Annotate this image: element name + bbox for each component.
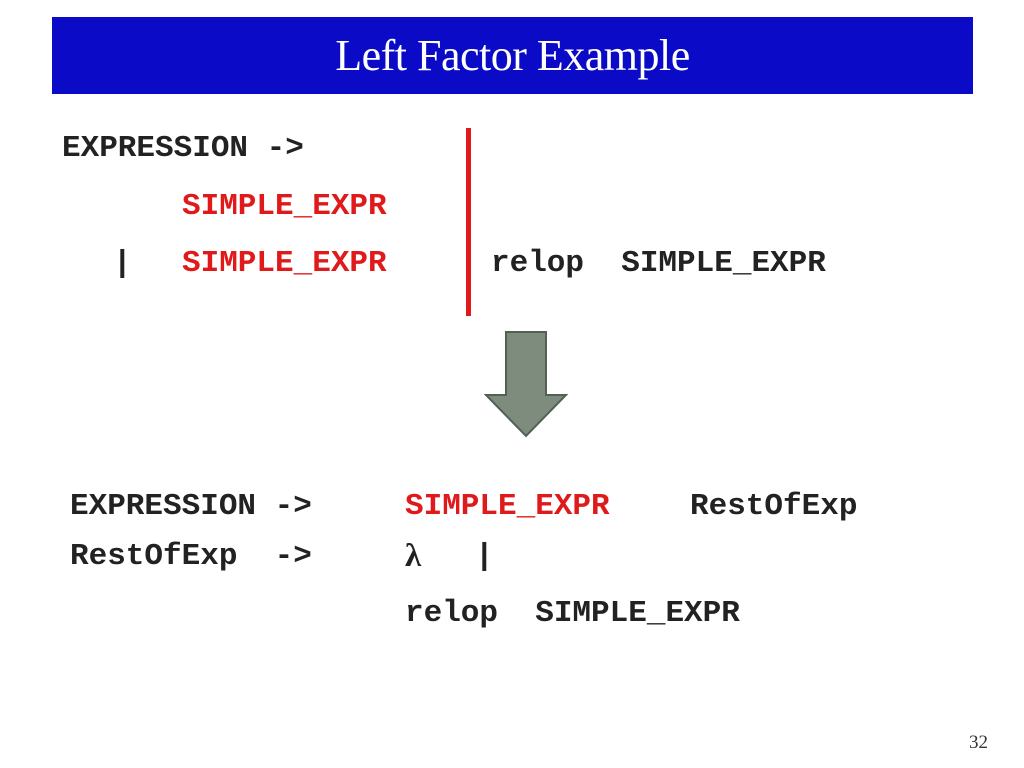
transformed-rule2-separator: | [475, 539, 494, 574]
original-alt2-suffix: relop SIMPLE_EXPR [491, 246, 826, 281]
title-bar: Left Factor Example [52, 17, 973, 94]
transformed-rule1-lhs: EXPRESSION -> [70, 489, 312, 524]
down-arrow-icon [484, 331, 568, 438]
lambda-symbol: λ [405, 538, 422, 574]
transformed-rule2-lhs: RestOfExp -> [70, 539, 312, 574]
original-alt-separator: | [113, 246, 132, 281]
original-rule-lhs: EXPRESSION -> [62, 131, 304, 166]
slide-title: Left Factor Example [335, 31, 690, 80]
original-alt2-common-prefix: SIMPLE_EXPR [182, 246, 387, 281]
page-number: 32 [969, 732, 988, 753]
transformed-rule2-alt2: relop SIMPLE_EXPR [405, 596, 740, 631]
transformed-rule1-factor: SIMPLE_EXPR [405, 489, 610, 524]
transformed-rule1-rest: RestOfExp [690, 489, 858, 524]
factor-divider-line [466, 128, 471, 316]
original-alt1-common-prefix: SIMPLE_EXPR [182, 189, 387, 224]
